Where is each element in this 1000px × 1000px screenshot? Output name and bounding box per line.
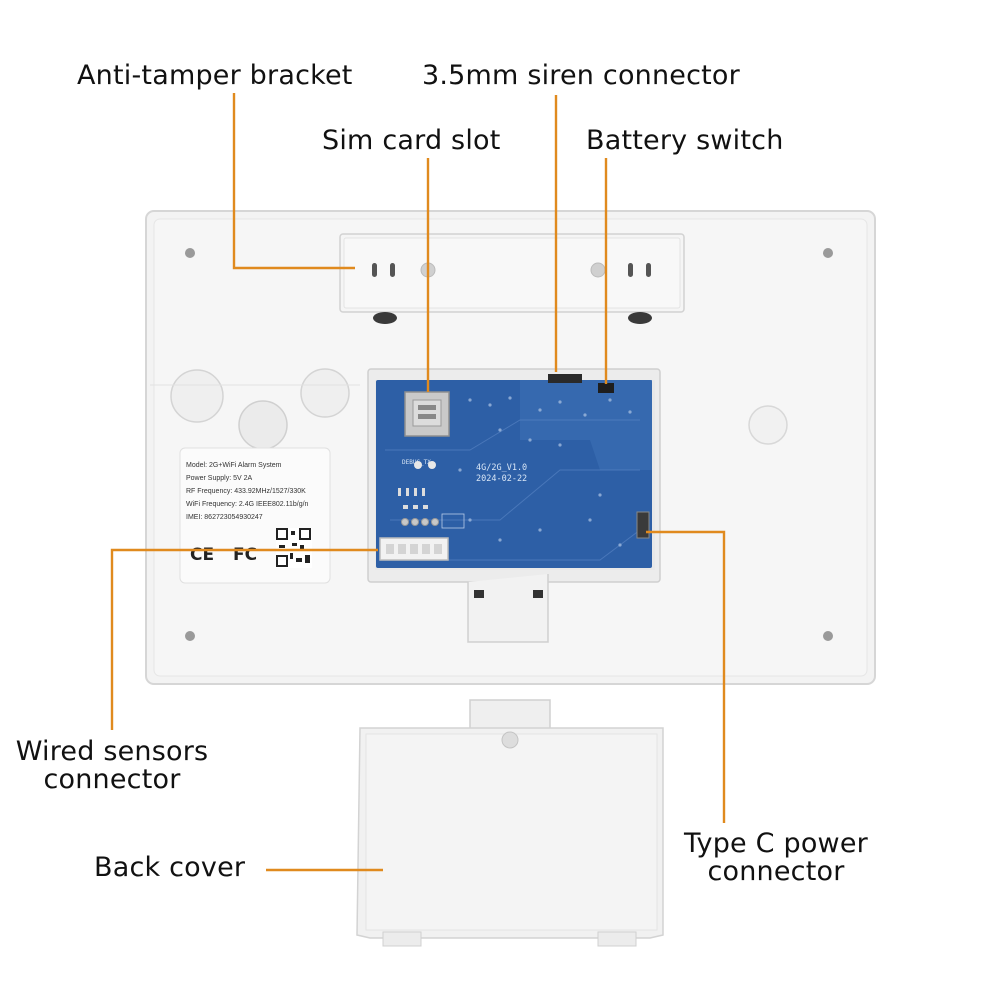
circuit-board: 4G/2G_V1.0 2024-02-22 DEBUG_TX: [376, 374, 652, 568]
callout-anti-tamper-bracket: Anti-tamper bracket: [77, 60, 353, 91]
callout-wired-line1: Wired sensors: [15, 736, 209, 767]
callout-typec-line1: Type C power: [684, 828, 868, 859]
callout-sim-card-slot: Sim card slot: [322, 125, 501, 156]
callout-type-c: Type C power connector: [676, 830, 876, 886]
fc-mark: FC: [233, 545, 257, 565]
leader-anti-tamper: [232, 93, 355, 270]
qr-code-icon: [276, 528, 312, 568]
label-rf: RF Frequency: 433.92MHz/1527/330K: [186, 488, 306, 495]
anti-tamper-bracket: [339, 233, 685, 324]
compartment-latch: [467, 574, 549, 643]
battery-switch: [598, 383, 614, 393]
callout-battery-switch: Battery switch: [586, 125, 784, 156]
wired-sensors-connector: [379, 537, 449, 561]
label-imei: IMEI: 862723054930247: [186, 514, 263, 521]
leader-wired: [110, 548, 378, 730]
back-cover: [356, 699, 664, 947]
label-power: Power Supply: 5V 2A: [186, 475, 252, 482]
label-wifi: WiFi Frequency: 2.4G IEEE802.11b/g/n: [186, 501, 309, 508]
label-model: Model: 2G+WiFi Alarm System: [186, 462, 282, 469]
pcb-version: 4G/2G_V1.0: [476, 463, 527, 473]
sim-card-slot: [404, 391, 450, 437]
callout-siren-connector: 3.5mm siren connector: [422, 60, 740, 91]
callout-wired-line2: connector: [43, 764, 181, 795]
leader-lines: [110, 93, 726, 872]
callout-back-cover: Back cover: [94, 852, 246, 883]
product-label: Model: 2G+WiFi Alarm System Power Supply…: [179, 447, 331, 584]
callout-wired-sensors: Wired sensors connector: [8, 738, 216, 794]
ce-mark: CE: [190, 545, 214, 565]
callout-typec-line2: connector: [707, 856, 845, 887]
type-c-port: [636, 511, 650, 539]
siren-jack: [548, 374, 582, 383]
leader-type-c: [646, 530, 726, 823]
pcb-date: 2024-02-22: [476, 474, 527, 484]
